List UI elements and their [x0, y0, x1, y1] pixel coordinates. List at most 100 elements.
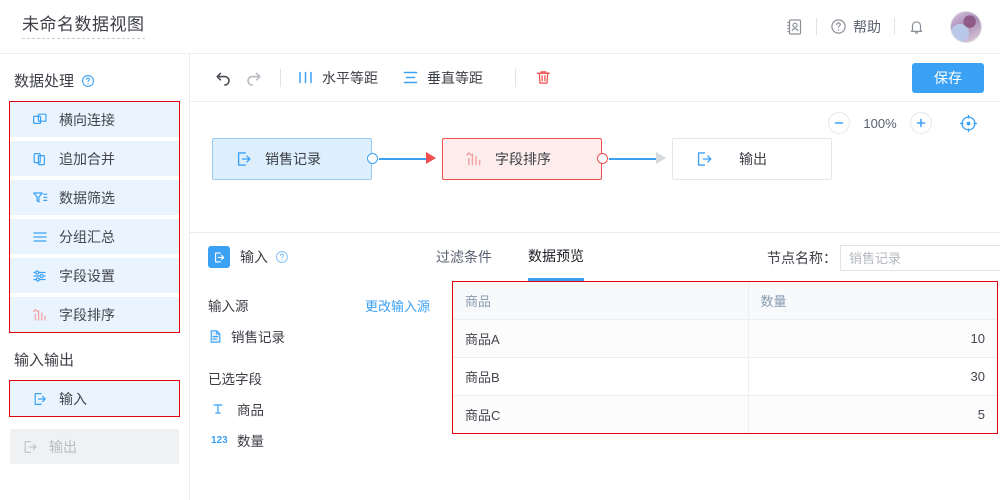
zoom-level-label: 100% — [863, 115, 897, 131]
avatar[interactable] — [950, 10, 982, 43]
toolbar-divider-2 — [515, 68, 516, 87]
redo-icon — [244, 68, 263, 87]
table-header-row: 商品 数量 — [453, 282, 997, 320]
field-name: 商品 — [237, 403, 264, 418]
field-sort-icon — [32, 307, 48, 323]
sidebar-item-horizontal-join[interactable]: 横向连接 — [10, 102, 179, 137]
sidebar-item-label: 分组汇总 — [59, 228, 115, 245]
question-circle-icon[interactable] — [275, 250, 289, 264]
toolbar-divider-1 — [280, 68, 281, 87]
zoom-in-button[interactable] — [910, 112, 932, 134]
input-icon — [208, 246, 230, 268]
tab-data-preview[interactable]: 数据预览 — [528, 234, 584, 281]
flow-edge-1 — [379, 158, 426, 160]
tab-filter-conditions[interactable]: 过滤条件 — [436, 249, 492, 265]
detail-panel-header: 输入 过滤条件 数据预览 节点名称： — [190, 233, 1000, 281]
flow-node-output[interactable]: 输出 — [672, 138, 832, 180]
table-body: 商品A 10 商品B 30 商品C 5 — [453, 319, 997, 433]
flow-node-label: 输出 — [739, 151, 767, 167]
fit-to-screen-button[interactable] — [959, 114, 978, 133]
table-row[interactable]: 商品C 5 — [453, 395, 997, 433]
flow-node-sales-records[interactable]: 销售记录 — [212, 138, 372, 180]
sidebar-item-field-sort[interactable]: 字段排序 — [10, 297, 179, 332]
sidebar-item-label: 字段排序 — [59, 306, 115, 323]
file-icon — [208, 329, 223, 344]
zoom-out-button[interactable] — [828, 112, 850, 134]
flow-node-field-sort[interactable]: 字段排序 — [442, 138, 602, 180]
sidebar-section-label: 数据处理 — [14, 73, 75, 90]
vertical-distribute-button[interactable]: 垂直等距 — [398, 68, 487, 88]
cell-product: 商品A — [453, 319, 748, 358]
question-circle-icon[interactable] — [81, 74, 95, 88]
table-row[interactable]: 商品A 10 — [453, 319, 997, 358]
table-row[interactable]: 商品B 30 — [453, 357, 997, 396]
sidebar-section-title-data-processing: 数据处理 — [0, 70, 189, 101]
undo-button[interactable] — [208, 63, 238, 93]
sidebar-item-label: 追加合并 — [59, 150, 115, 167]
sidebar-gap — [10, 139, 179, 141]
sidebar-gap — [10, 256, 179, 258]
sidebar-item-label: 横向连接 — [59, 111, 115, 128]
contacts-button[interactable] — [772, 11, 816, 43]
cell-product: 商品B — [453, 357, 748, 396]
column-header-product[interactable]: 商品 — [453, 282, 748, 320]
sidebar-item-field-settings[interactable]: 字段设置 — [10, 258, 179, 293]
sidebar-item-data-filter[interactable]: 数据筛选 — [10, 180, 179, 215]
header-divider-1 — [816, 18, 817, 35]
horizontal-distribute-button[interactable]: 水平等距 — [293, 68, 382, 88]
help-label: 帮助 — [853, 18, 881, 35]
input-source-label: 输入源 — [208, 299, 249, 314]
filter-icon — [32, 190, 48, 206]
input-source-row: 输入源 更改输入源 — [208, 295, 430, 315]
help-button[interactable]: 帮助 — [817, 11, 894, 43]
app-header: 未命名数据视图 — [0, 0, 1000, 54]
field-item-product[interactable]: 商品 — [208, 399, 430, 419]
sidebar-item-append-merge[interactable]: 追加合并 — [10, 141, 179, 176]
page-title[interactable]: 未命名数据视图 — [22, 15, 145, 39]
number-type-icon: 123 — [211, 434, 228, 446]
data-preview-highlight-box: 商品 数量 商品A 10 商品B — [452, 281, 998, 434]
field-item-quantity[interactable]: 123 数量 — [208, 430, 430, 450]
sidebar-item-input[interactable]: 输入 — [10, 381, 179, 416]
contacts-icon — [785, 18, 803, 36]
delete-button[interactable] — [528, 63, 558, 93]
data-preview-column: 商品 数量 商品A 10 商品B — [448, 281, 1000, 500]
input-icon — [32, 391, 48, 407]
header-actions: 帮助 — [772, 10, 982, 43]
sidebar-item-group-summary[interactable]: 分组汇总 — [10, 219, 179, 254]
sidebar-item-label: 输出 — [49, 438, 77, 455]
flow-node-label: 字段排序 — [495, 151, 551, 167]
flow-port-output-2[interactable] — [597, 153, 608, 164]
field-name: 数量 — [237, 434, 264, 449]
notifications-button[interactable] — [895, 11, 938, 43]
input-icon — [235, 150, 253, 168]
question-circle-icon — [830, 18, 847, 35]
append-merge-icon — [32, 151, 48, 167]
undo-icon — [214, 68, 233, 87]
save-button[interactable]: 保存 — [912, 63, 984, 93]
input-source-item[interactable]: 销售记录 — [208, 326, 430, 346]
sidebar-gap — [10, 295, 179, 297]
flow-canvas[interactable]: 销售记录 字段排序 — [190, 102, 1000, 232]
flow-arrow-1 — [426, 152, 436, 164]
join-icon — [32, 112, 48, 128]
sidebar-group-data-processing: 横向连接 追加合并 — [9, 101, 180, 333]
cell-quantity: 10 — [747, 319, 997, 358]
flow-port-output-1[interactable] — [367, 153, 378, 164]
table-header: 商品 数量 — [453, 282, 997, 320]
output-icon — [22, 439, 38, 455]
horizontal-distribute-label: 水平等距 — [322, 69, 378, 86]
data-preview-table: 商品 数量 商品A 10 商品B — [453, 282, 997, 433]
cell-quantity: 30 — [747, 357, 997, 396]
vertical-distribute-label: 垂直等距 — [427, 69, 483, 86]
detail-panel-body: 输入源 更改输入源 销售记录 已选字段 — [190, 281, 1000, 500]
node-name-input[interactable] — [840, 245, 1000, 271]
zoom-controls: 100% — [828, 112, 978, 134]
column-header-quantity[interactable]: 数量 — [747, 282, 997, 320]
input-source-name: 销售记录 — [231, 330, 285, 345]
plus-icon — [915, 117, 927, 129]
fit-to-screen-icon — [959, 114, 978, 133]
redo-button[interactable] — [238, 63, 268, 93]
change-input-source-link[interactable]: 更改输入源 — [364, 299, 430, 314]
